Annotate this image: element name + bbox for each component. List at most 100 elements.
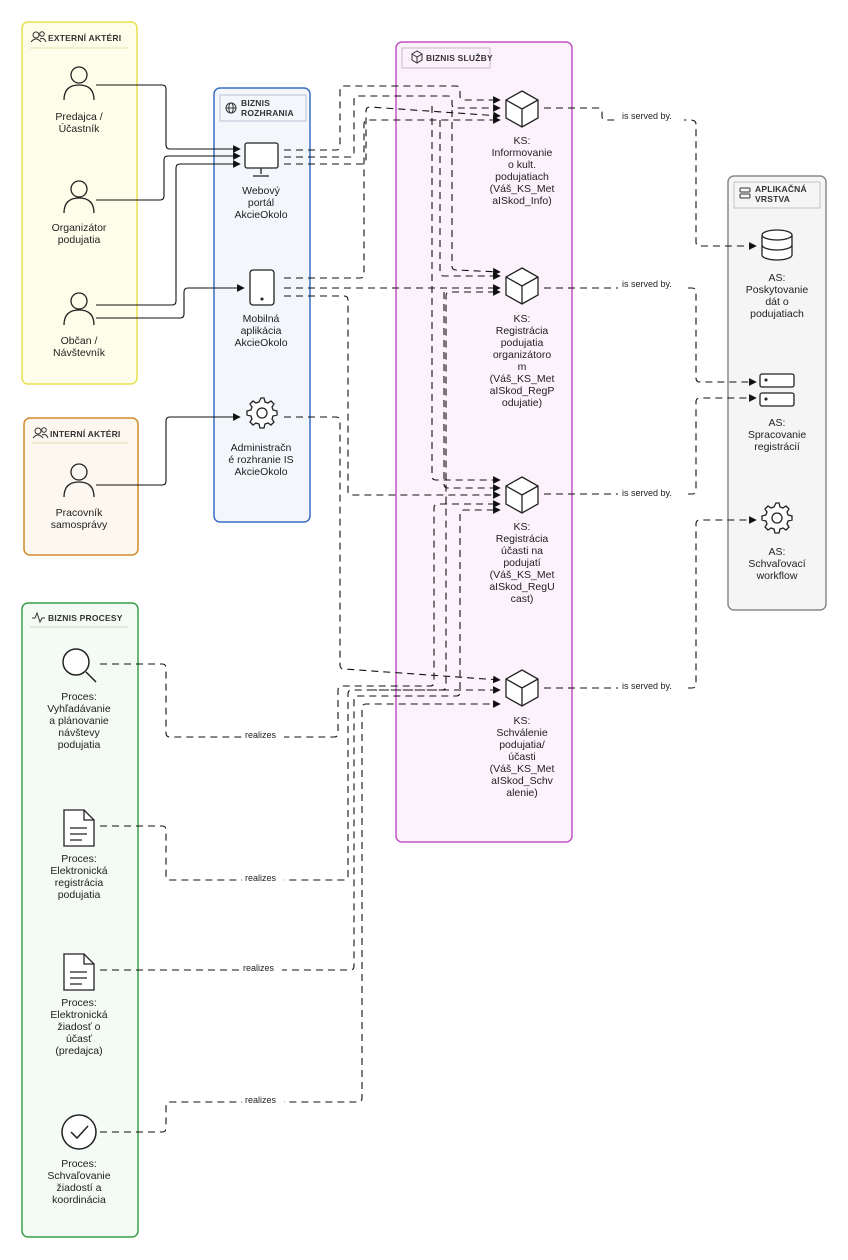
group-external-actors: EXTERNÍ AKTÉRI — [21, 21, 138, 385]
cube-icon — [505, 267, 539, 305]
link-approve-realize — [100, 700, 501, 1133]
application-layer-title-2: VRSTVA — [755, 194, 790, 204]
server-icon — [759, 373, 795, 407]
edge-label-realizes: realizes — [245, 730, 277, 740]
edge-labels: is served by. is served by. is served by… — [240, 110, 684, 1106]
users-icon — [30, 31, 47, 43]
person-icon — [63, 463, 95, 498]
business-interfaces-title-1: BIZNIS — [241, 98, 270, 108]
link-organizer-web — [96, 152, 241, 201]
users-icon — [32, 427, 49, 439]
actor-citizen[interactable]: Občan /Návštevník — [53, 292, 106, 359]
link-regevent-registrations — [544, 287, 757, 386]
gear-icon — [246, 397, 278, 429]
actor-citizen-label: Občan /Návštevník — [53, 335, 106, 359]
internal-actors-title: INTERNÍ AKTÉRI — [50, 429, 121, 439]
cube-icon — [505, 90, 539, 128]
database-icon — [761, 229, 793, 261]
smartphone-icon — [249, 269, 275, 306]
edge-label-served-by: is served by. — [622, 488, 672, 498]
link-regpart-registrations — [544, 394, 757, 495]
external-actors-title: EXTERNÍ AKTÉRI — [48, 33, 121, 43]
edge-label-realizes: realizes — [243, 963, 275, 973]
actor-seller[interactable]: Predajca /Účastník — [55, 66, 103, 135]
edge-label-realizes: realizes — [245, 1095, 277, 1105]
cube-icon — [411, 50, 423, 64]
group-internal-actors: INTERNÍ AKTÉRI — [23, 417, 139, 556]
business-processes-title: BIZNIS PROCESY — [48, 613, 123, 623]
link-mobile-info — [284, 116, 501, 279]
link-info-data — [544, 107, 757, 250]
person-icon — [63, 66, 95, 101]
edge-label-served-by: is served by. — [622, 111, 672, 121]
edge-label-served-by: is served by. — [622, 279, 672, 289]
gear-icon — [761, 502, 793, 534]
activity-icon — [32, 611, 45, 624]
business-services-title: BIZNIS SLUŽBY — [426, 52, 493, 63]
server-icon — [739, 187, 751, 199]
application-layer-title-1: APLIKAČNÁ — [755, 183, 807, 194]
cube-icon — [505, 476, 539, 514]
link-employee-admin — [96, 413, 241, 486]
monitor-icon — [244, 142, 279, 177]
check-circle-icon — [61, 1114, 97, 1150]
actor-interface-links — [96, 84, 245, 486]
link-citizen-web — [96, 160, 241, 306]
link-seller-web — [96, 84, 241, 153]
service-app-links — [544, 107, 757, 689]
link-info-regevent-b — [451, 110, 501, 276]
link-regpart-chain-b — [443, 292, 501, 492]
globe-icon — [225, 102, 237, 114]
link-citizen-mobile — [96, 284, 245, 319]
link-web-info-3 — [284, 106, 501, 165]
group-business-processes: BIZNIS PROCESY — [21, 602, 139, 1238]
actor-seller-label: Predajca /Účastník — [55, 111, 102, 135]
interface-service-links — [284, 85, 501, 684]
business-interfaces-title-2: ROZHRANIA — [241, 108, 294, 118]
link-registration-realize — [100, 288, 501, 881]
search-icon — [62, 648, 97, 683]
edge-label-realizes: realizes — [245, 873, 277, 883]
document-icon — [63, 953, 95, 991]
edge-label-served-by: is served by. — [622, 681, 672, 691]
person-icon — [63, 180, 95, 214]
link-request-realize — [100, 506, 501, 971]
link-mobile-regpart — [284, 295, 501, 499]
link-admin-approval — [284, 416, 501, 684]
cube-icon — [505, 669, 539, 707]
link-regpart-chain-a — [431, 106, 501, 484]
person-icon — [63, 292, 95, 326]
document-icon — [63, 809, 95, 847]
